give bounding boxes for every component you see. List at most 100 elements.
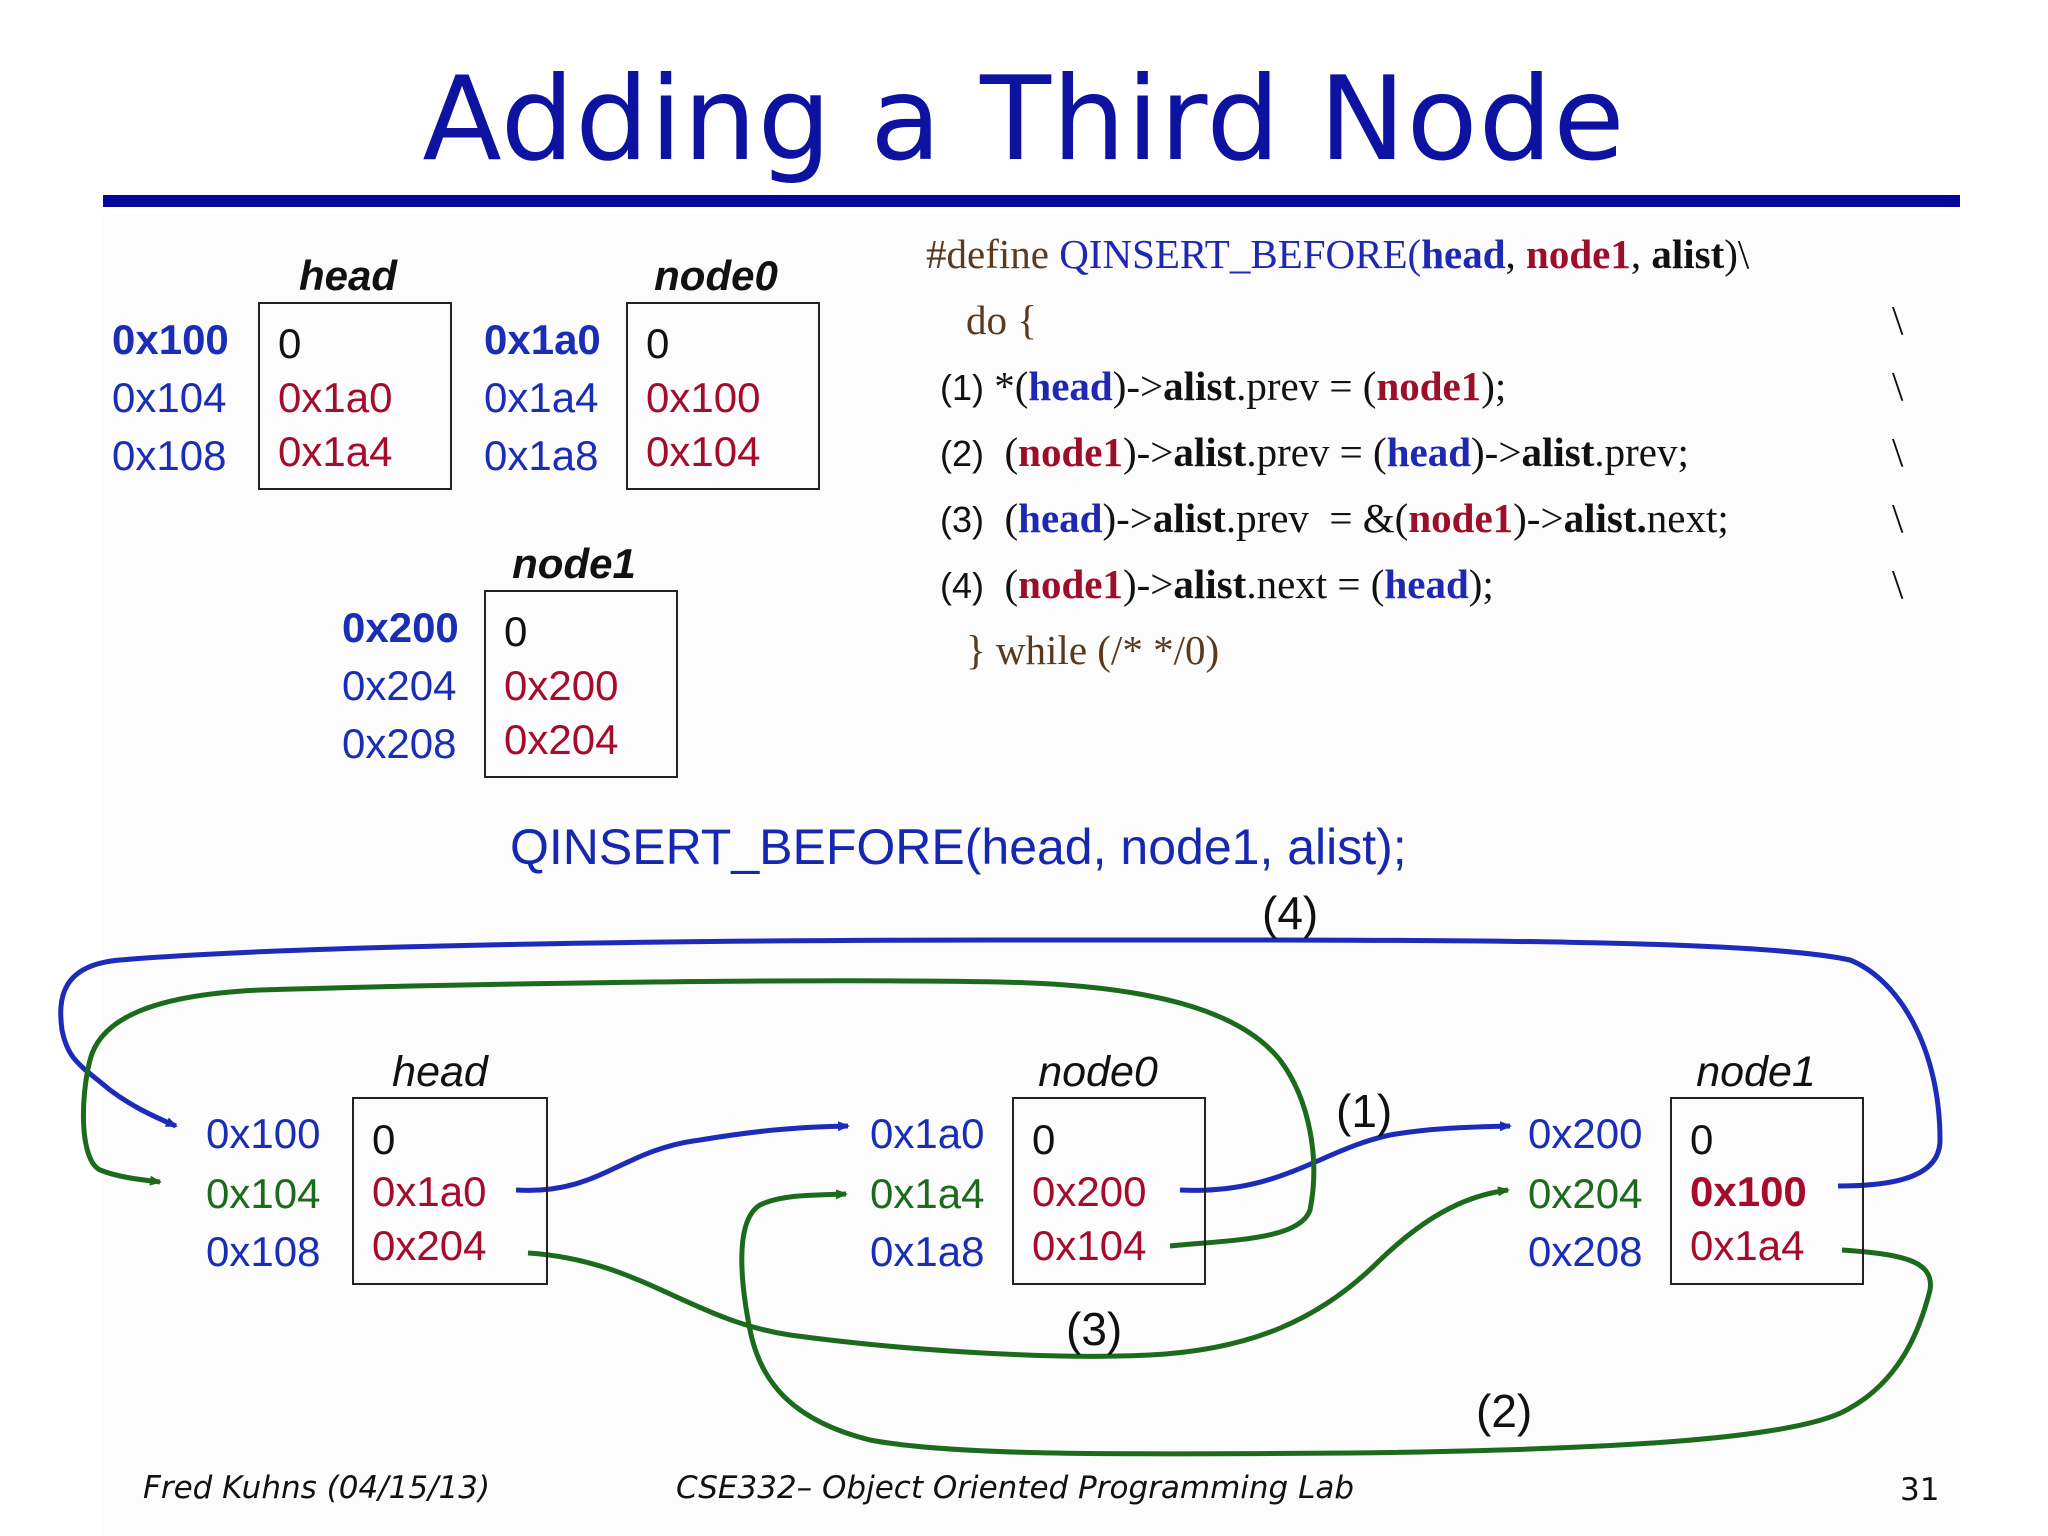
code-punct: .prev = ( xyxy=(1236,363,1377,409)
code-arg-node1: node1 xyxy=(1376,363,1482,409)
step-label-4: (4) xyxy=(1262,887,1319,939)
code-line-do: do { xyxy=(966,297,1037,343)
value: 0x200 xyxy=(1032,1168,1147,1215)
value: 0 xyxy=(1032,1116,1056,1163)
address: 0x1a8 xyxy=(870,1228,985,1275)
code-field: alist xyxy=(1163,363,1237,409)
value: 0 xyxy=(372,1116,396,1163)
address: 0x1a8 xyxy=(484,432,599,479)
code-punct: .next = ( xyxy=(1246,561,1385,607)
value: 0 xyxy=(646,320,670,367)
code-arg-node1: node1 xyxy=(1018,561,1123,607)
address: 0x104 xyxy=(112,374,227,421)
memory-box xyxy=(484,590,678,778)
memory-box xyxy=(626,302,820,490)
value: 0x1a0 xyxy=(278,374,393,421)
code-macro-name: QINSERT_BEFORE( xyxy=(1048,231,1422,277)
address: 0x100 xyxy=(112,316,229,363)
memory-box xyxy=(1012,1097,1206,1285)
code-punct: )\ xyxy=(1724,231,1750,277)
code-line-step-3: (3) (head)->alist.prev = &(node1)->alist… xyxy=(940,494,1729,542)
value: 0 xyxy=(1690,1116,1714,1163)
address: 0x200 xyxy=(1528,1110,1643,1157)
address: 0x104 xyxy=(206,1170,321,1217)
address: 0x204 xyxy=(342,662,457,709)
code-arg-head: head xyxy=(1384,561,1469,607)
arrow-step-3 xyxy=(527,1186,1510,1359)
code-punct: )-> xyxy=(1122,429,1174,475)
code-field: alist xyxy=(1152,495,1226,541)
arrow-step-1 xyxy=(1179,1121,1512,1193)
node-label: node0 xyxy=(654,252,778,299)
step-label-3: (3) xyxy=(1066,1303,1123,1355)
code-arg-head: head xyxy=(1421,231,1506,277)
code-arg-head: head xyxy=(1018,495,1103,541)
footer-author: Fred Kuhns (04/15/13) xyxy=(143,1470,491,1506)
value: 0 xyxy=(504,608,528,655)
memory-box xyxy=(352,1097,548,1285)
code-punct: )-> xyxy=(1122,561,1174,607)
code-punct: .prev = &( xyxy=(1225,495,1409,541)
node-label: node1 xyxy=(1696,1048,1816,1096)
code-arg-alist: alist xyxy=(1651,231,1725,277)
step-number: (2) xyxy=(940,433,984,474)
code-arg-head: head xyxy=(1386,429,1472,475)
code-punct: .prev = ( xyxy=(1246,429,1387,475)
line-continuation: \ xyxy=(1892,429,1904,475)
value: 0x1a4 xyxy=(278,428,393,475)
code-punct: )-> xyxy=(1471,429,1522,475)
address: 0x208 xyxy=(1528,1228,1643,1275)
address: 0x208 xyxy=(342,720,457,767)
code-punct: ( xyxy=(984,429,1019,475)
page-number: 31 xyxy=(1900,1472,1940,1508)
step-label-2: (2) xyxy=(1476,1385,1533,1437)
line-continuation: \ xyxy=(1892,495,1904,541)
code-arg-node1: node1 xyxy=(1526,231,1631,277)
value: 0x204 xyxy=(372,1222,487,1269)
code-field: alist xyxy=(1173,429,1247,475)
code-punct: , xyxy=(1505,231,1527,277)
code-punct: ( xyxy=(984,495,1019,541)
node-label: head xyxy=(392,1048,488,1096)
step-number: (4) xyxy=(940,565,984,606)
value: 0x104 xyxy=(646,428,761,475)
memory-box xyxy=(1670,1097,1864,1285)
arrow-head-next xyxy=(515,1121,850,1193)
line-continuation: \ xyxy=(1892,363,1904,409)
code-punct: ( xyxy=(984,561,1019,607)
content-panel xyxy=(103,212,1960,1536)
line-continuation: \ xyxy=(1892,297,1904,343)
value: 0x1a4 xyxy=(1690,1222,1805,1269)
code-punct: ); xyxy=(1481,363,1507,409)
code-line-step-1: (1) *(head)->alist.prev = (node1); xyxy=(940,362,1506,410)
line-continuation: \ xyxy=(1892,561,1904,607)
step-label-1: (1) xyxy=(1336,1085,1393,1137)
code-punct: .prev; xyxy=(1594,429,1689,475)
code-punct: next; xyxy=(1646,495,1729,541)
value: 0x200 xyxy=(504,662,619,709)
code-arg-node1: node1 xyxy=(1408,495,1514,541)
code-keyword: #define xyxy=(926,231,1049,277)
macro-call: QINSERT_BEFORE(head, node1, alist); xyxy=(510,819,1407,875)
code-punct: )-> xyxy=(1102,495,1153,541)
step-number: (3) xyxy=(940,499,984,540)
slide-title: Adding a Third Node xyxy=(422,52,1626,187)
step-number: (1) xyxy=(940,367,984,408)
address: 0x108 xyxy=(112,432,227,479)
node-label: node0 xyxy=(1038,1048,1158,1096)
node-label: head xyxy=(298,252,398,299)
address: 0x1a0 xyxy=(870,1110,985,1157)
footer-course: CSE332– Object Oriented Programming Lab xyxy=(676,1470,1355,1506)
code-punct: *( xyxy=(984,363,1029,409)
code-line-step-4: (4) (node1)->alist.next = (head); xyxy=(940,560,1494,608)
code-field: alist xyxy=(1521,429,1595,475)
address: 0x200 xyxy=(342,604,459,651)
address: 0x1a4 xyxy=(484,374,599,421)
arrow-step-2 xyxy=(739,1189,1933,1457)
code-arg-head: head xyxy=(1028,363,1113,409)
memory-box xyxy=(258,302,452,490)
value: 0x1a0 xyxy=(372,1168,487,1215)
code-field: alist. xyxy=(1563,495,1647,541)
